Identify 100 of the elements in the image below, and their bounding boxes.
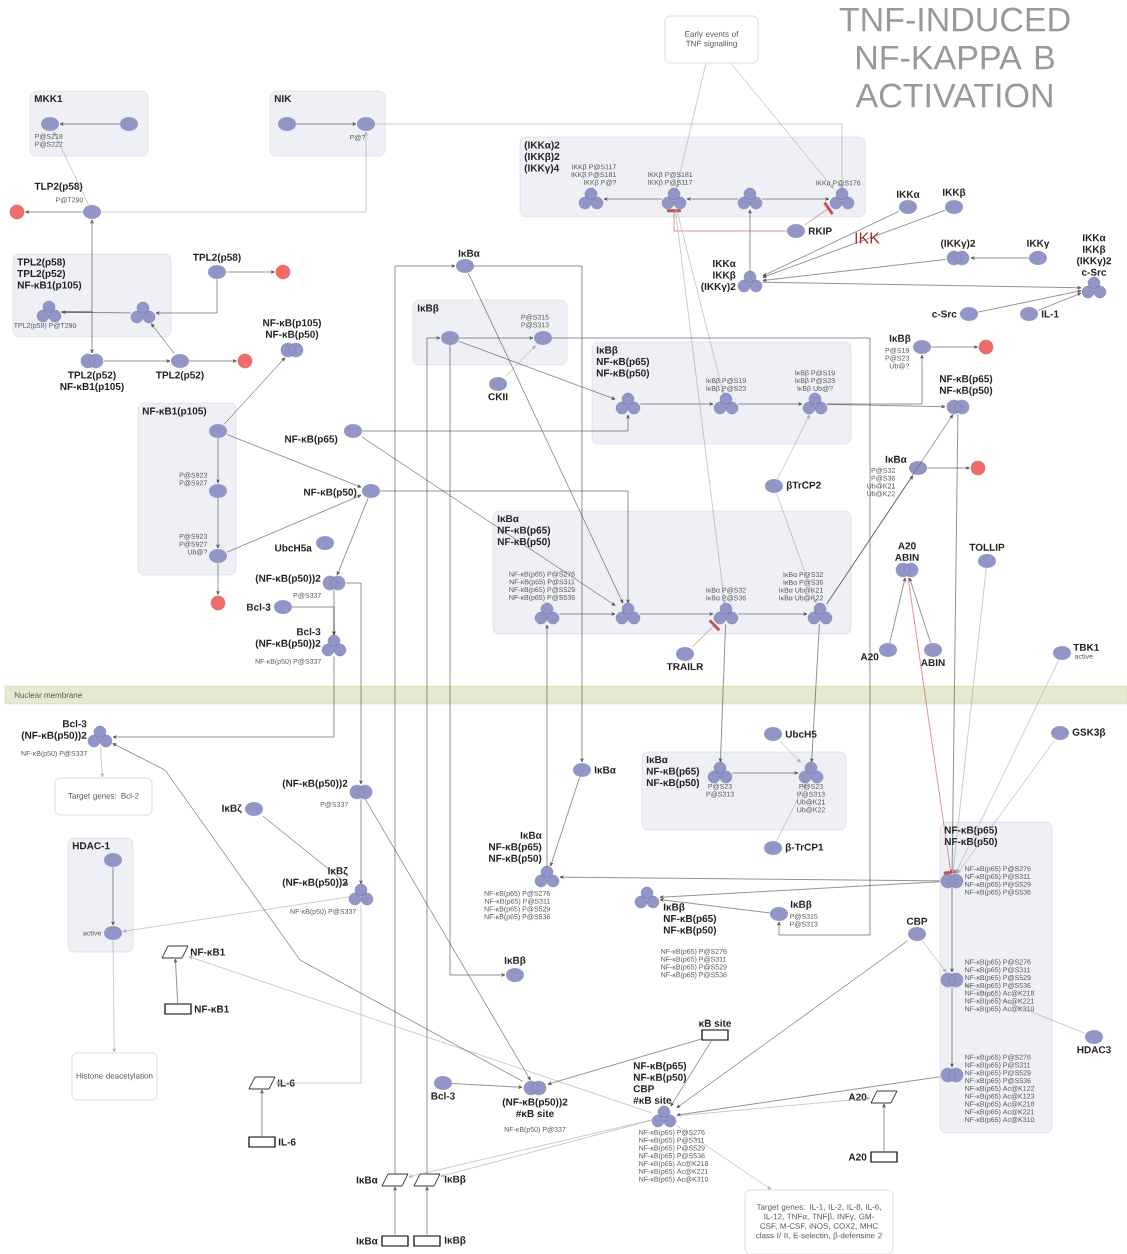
arrow [603,197,663,201]
arrow [826,354,924,405]
complex-glyph [807,602,833,625]
arrow [425,1186,429,1236]
arrow [639,402,714,406]
arrow [777,414,810,480]
molecule-label: Bcl-3 (NF-κB(p50))2 [255,628,321,649]
complex-glyph [713,602,739,625]
complex-glyph [737,187,763,210]
membrane-label: Nuclear membrane [14,692,82,698]
node-label: (IKKγ)2 [1077,256,1112,267]
arrow [100,131,368,213]
molecule-label: HDAC3 [1077,1046,1111,1054]
arrow [558,612,616,616]
arrow [103,359,171,363]
protein-glyph [441,331,459,345]
molecule-label: IκBα [356,1176,378,1184]
arrow [458,336,534,340]
arrow [60,311,94,354]
molecule-label: NF-κB(p105) NF-κB(p50) [263,319,321,340]
protein-glyph [104,926,122,940]
molecule-label: IKKα IKKβ (IKKγ)2 c-Src [1077,234,1112,276]
molecule-label: IL-6 [277,1079,295,1087]
arrow [394,264,456,1175]
molecule-label: IκBβ [889,334,911,344]
molecule-label: c-Src [932,310,957,318]
molecule-label: IL-6 [278,1138,296,1146]
molecule-label: IKKγ [1027,239,1050,249]
note-box: Early events of TNF signalling [664,15,759,64]
arrow [151,323,175,355]
arrow [737,612,808,616]
molecule-label: IκBβ [444,1175,466,1185]
arrow [449,344,506,977]
arrow [112,939,116,1053]
molecule-label: NF-κB(p50) [304,488,357,498]
complex-glyph [615,602,641,625]
arrow [675,1096,871,1117]
arrow [551,337,871,936]
arrow [1037,292,1082,311]
arrow [504,345,536,378]
arrow [25,210,84,214]
arrow [122,896,350,933]
arrow [762,211,900,277]
protein-glyph [209,484,227,498]
molecule-label: TPL2(p52) NF-κB1(p105) [60,371,124,393]
node-label: c-Src [1081,268,1107,276]
molecule-label: NF-κB(p65) NF-κB(p50) CBP #κB site [633,1061,687,1104]
node-label: NF-κB(p65) [633,1061,687,1072]
arrow [451,1083,523,1089]
molecule-label: A20 [848,1153,867,1161]
arrow [224,357,286,425]
molecule-label: A20 [848,1093,867,1101]
molecule-label: Bcl-3 (NF-κB(p50))2 [21,720,87,741]
arrow [295,122,357,126]
arrow [473,265,584,763]
molecule-label: (NF-κB(p50))2 [282,779,348,789]
arrow [748,209,752,273]
arrow [957,739,1056,874]
arrow [670,1040,712,1107]
molecule-label: NF-κB1 [194,1005,229,1013]
arrow [112,655,335,739]
molecule-label: IκBζ [222,804,242,814]
arrow [173,958,178,1004]
protein-glyph [278,117,296,131]
arrow [907,576,958,875]
molecule-label: (NF-κB(p50))2 [255,574,321,584]
molecule-label: IκBα NF-κB(p65) NF-κB(p50) [489,831,542,864]
molecule-label: IκBα [885,455,907,463]
arrow [970,256,1030,260]
arrow [718,623,726,763]
molecule-label: IκBβ [444,1236,466,1246]
node-label: CBP [633,1085,654,1093]
molecule-label: IKKα IKKβ (IKKγ)2 [701,260,736,292]
complex-glyph [36,300,62,323]
arrow [977,289,1082,313]
arrow [950,887,954,973]
arrow [112,743,524,1082]
complex-glyph [578,187,604,210]
arrow [930,345,978,349]
arrow [61,310,132,314]
molecule-label: CKII [488,393,508,401]
arrow [922,940,947,973]
degradation-circle [978,339,994,355]
arrow [468,272,624,604]
arrow [361,414,630,432]
protein-glyph [534,331,552,345]
arrow [675,1124,772,1190]
degradation-circle [970,460,986,476]
arrow [676,940,909,1108]
complex-glyph [829,187,855,210]
arrow [216,437,220,484]
molecule-label: A20 [860,653,879,661]
arrow [730,62,834,189]
molecule-label: RKIP [808,227,832,235]
note-box: Target genes: IL-1, IL-2, IL-8, IL-6, IL-12, TNFα, TNFβ, INFγ, GM-CSF, M-CSF, iNOS, COX2, MHC class I/ II, E-selectin, β-defensine 2 [744,1189,894,1254]
molecule-label: IκBα [458,249,480,257]
arrow [659,898,771,914]
molecule-label: UbcH5 [785,730,817,738]
node-label: IKKα [1082,234,1106,242]
arrow [188,359,237,363]
